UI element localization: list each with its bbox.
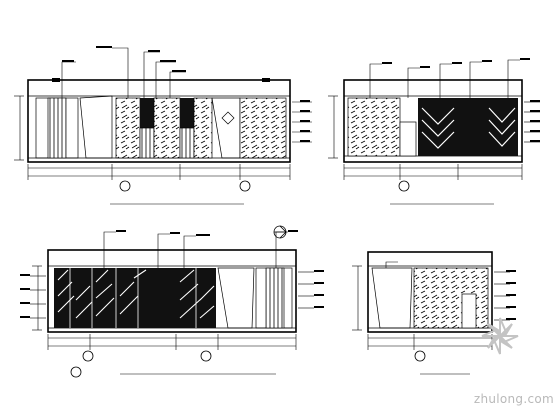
elevation-b-chevron-panel-2 bbox=[486, 98, 518, 156]
elevation-b-chevron-panel-1 bbox=[418, 98, 458, 156]
elevation-c-frame bbox=[47, 249, 297, 333]
elevation-c-axis-bubble-3 bbox=[70, 366, 82, 378]
elevation-a-curtain bbox=[79, 95, 113, 159]
elevation-a-curtain-right bbox=[211, 97, 241, 159]
elevation-d-axis-bubble bbox=[414, 350, 426, 362]
elevation-a-marble-panel-4 bbox=[239, 97, 287, 159]
elevation-a-axis-bubble-1 bbox=[119, 180, 131, 192]
elevation-a-dimensions bbox=[14, 95, 291, 180]
elevation-a-vline-niche-2 bbox=[179, 127, 195, 159]
elevation-b-axis-bubble bbox=[398, 180, 410, 192]
elevation-a-dark-niche-2 bbox=[180, 98, 194, 128]
elevation-c-leader-tags bbox=[20, 230, 324, 318]
elevation-a-marble-panel-2 bbox=[153, 97, 181, 159]
elevation-c-dark-strip bbox=[150, 268, 176, 328]
elevation-d-curtain bbox=[371, 267, 413, 329]
elevation-d-leader-tags bbox=[506, 270, 516, 320]
elevation-c-chevron-panels bbox=[54, 268, 150, 328]
elevation-a-marble-panel-3 bbox=[193, 97, 213, 159]
elevation-c-dimensions bbox=[32, 265, 297, 350]
elevation-c-panel-lines bbox=[265, 267, 285, 329]
elevation-a-vline-niche-1 bbox=[139, 127, 155, 159]
elevation-d bbox=[352, 251, 516, 375]
elevation-b-frame bbox=[343, 79, 523, 163]
elevation-b-dark-strip bbox=[458, 98, 486, 156]
elevation-b-leader-tags bbox=[382, 58, 540, 142]
elevation-d-door bbox=[461, 293, 477, 329]
elevation-d-frame bbox=[367, 251, 493, 333]
elevation-b-dimensions bbox=[328, 95, 523, 180]
elevation-b-marble-wall bbox=[347, 97, 401, 157]
zhulong-logo-icon bbox=[481, 317, 519, 355]
elevation-a-axis-bubble-2 bbox=[239, 180, 251, 192]
elevation-a-frame bbox=[27, 79, 291, 163]
elevation-a-leader-tags bbox=[52, 46, 310, 142]
elevation-a-dark-niche-1 bbox=[140, 98, 154, 128]
elevation-c bbox=[20, 225, 324, 378]
elevation-b bbox=[328, 58, 540, 205]
elevation-d-marble-wall bbox=[413, 267, 489, 329]
elevation-c-chevron-panel-right bbox=[176, 268, 216, 328]
elevation-c-section-marker bbox=[273, 225, 287, 239]
elevation-b-door bbox=[399, 121, 417, 157]
elevation-c-curtain bbox=[217, 267, 255, 329]
elevation-c-axis-bubble-2 bbox=[200, 350, 212, 362]
elevation-a-diamond-tag bbox=[221, 111, 235, 125]
elevation-c-axis-bubble-1 bbox=[82, 350, 94, 362]
elevation-a-marble-panel-1 bbox=[115, 97, 141, 159]
elevation-a bbox=[14, 46, 312, 205]
elevation-a-panel-lines bbox=[47, 97, 67, 159]
watermark-text: zhulong.com bbox=[473, 392, 554, 406]
